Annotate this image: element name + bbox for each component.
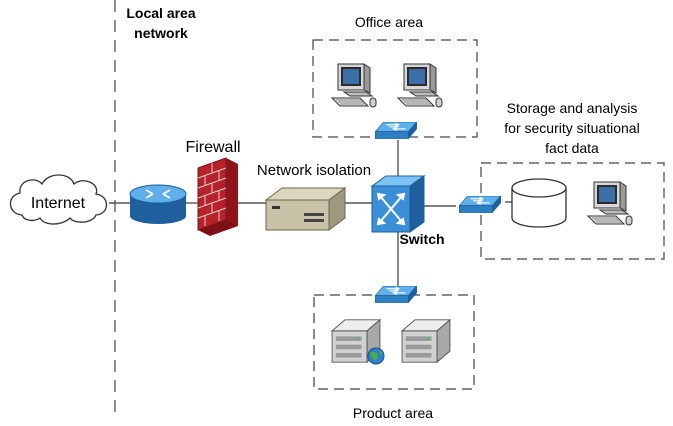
storage-area-box [480, 162, 665, 260]
connection-lines [109, 140, 512, 290]
storage-workstation-icon [587, 181, 633, 226]
storage-label-line2: for security situational [504, 120, 639, 136]
lan-label-line1: Local area [126, 5, 195, 21]
router-icon [129, 184, 187, 224]
storage-label-line3: fact data [545, 140, 599, 156]
office-area-label: Office area [355, 14, 423, 30]
storage-edge-switch-icon [458, 196, 502, 214]
firewall-label: Firewall [185, 139, 240, 156]
database-icon [511, 178, 567, 228]
server-icon [401, 319, 451, 363]
internet-cloud-icon [9, 174, 108, 225]
firewall-icon [197, 157, 238, 236]
switch-label: Switch [399, 231, 444, 247]
network-isolation-label: Network isolation [257, 162, 371, 179]
storage-label-line1: Storage and analysis [507, 100, 638, 116]
product-edge-switch-icon [374, 286, 418, 304]
office-edge-switch-icon [374, 122, 418, 140]
network-isolation-device-icon [264, 187, 347, 231]
office-workstation-icon-1 [331, 63, 377, 108]
internet-label: Internet [31, 195, 86, 212]
office-workstation-icon-2 [397, 63, 443, 108]
lan-label-line2: network [134, 25, 188, 41]
core-switch-icon [370, 175, 426, 233]
globe-icon [367, 347, 385, 365]
product-area-label: Product area [353, 405, 433, 421]
